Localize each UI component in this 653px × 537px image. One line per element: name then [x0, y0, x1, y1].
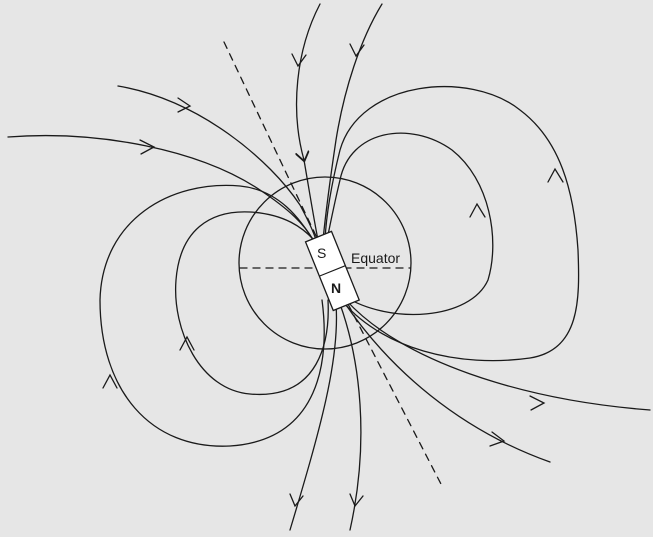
magnetic-axis-lower [347, 303, 443, 487]
field-line-right-bottom-1 [345, 299, 651, 411]
field-line-top-2 [322, 3, 383, 241]
field-line-left-top-1 [117, 85, 317, 241]
south-pole-label: S [317, 245, 326, 261]
field-line-right-bottom-2 [343, 301, 551, 463]
field-line-right-inner-loop [326, 132, 494, 316]
field-line-left-inner-loop [174, 211, 329, 395]
arrow-right-outer-loop [547, 167, 564, 183]
field-line-left-top-2 [7, 134, 314, 241]
equator-label: Equator [351, 250, 400, 266]
arrow-right-bottom-2 [489, 431, 506, 447]
earth-circle [238, 176, 412, 350]
arrow-left-top-1 [177, 97, 192, 113]
arrow-bottom-2 [349, 493, 364, 508]
arrow-left-inner-loop [179, 335, 195, 351]
arrow-left-outer-loop [102, 373, 118, 389]
magnetic-axis-upper [223, 41, 319, 241]
field-line-right-outer-loop [324, 85, 580, 362]
field-line-bottom-1 [289, 303, 338, 531]
arrow-top-2 [349, 43, 365, 58]
field-line-top-1 [297, 3, 321, 241]
arrow-right-inner-loop [469, 202, 486, 218]
field-line-left-outer-loop [99, 184, 325, 447]
arrow-top-1 [291, 53, 307, 68]
bar-magnet [304, 230, 361, 312]
arrow-right-bottom-1 [529, 395, 546, 411]
arrow-left-top-2 [139, 139, 156, 155]
field-line-bottom-2 [339, 303, 362, 531]
magnet-divider [319, 265, 346, 277]
arrow-bottom-1 [289, 493, 304, 508]
north-pole-label: N [331, 280, 341, 296]
